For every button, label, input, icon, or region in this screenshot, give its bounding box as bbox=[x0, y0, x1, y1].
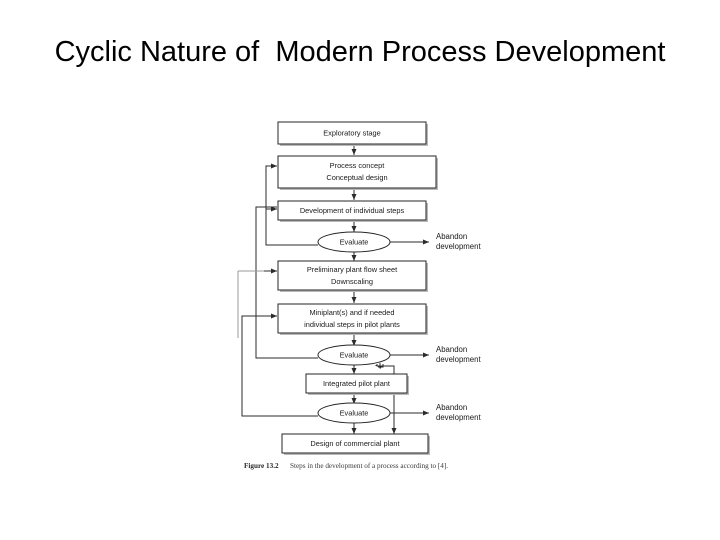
abandon-3-line-2: development bbox=[436, 413, 481, 422]
edge-evaluate2-right-down bbox=[379, 363, 381, 369]
abandon-1-line-2: development bbox=[436, 242, 481, 251]
label-abandon-development-1: Abandon development bbox=[436, 232, 481, 251]
node-preliminary-label-1: Preliminary plant flow sheet bbox=[307, 265, 397, 274]
node-evaluate-2-label: Evaluate bbox=[340, 350, 369, 359]
node-evaluate-1[interactable]: Evaluate bbox=[317, 231, 391, 253]
node-miniplant-label-2: individual steps in pilot plants bbox=[304, 320, 400, 329]
node-commercial-plant-label: Design of commercial plant bbox=[310, 439, 399, 448]
figure-caption-label: Figure 13.2 bbox=[244, 462, 279, 470]
edge-evaluate1-feedback-concept bbox=[265, 163, 318, 246]
node-exploratory-stage-label: Exploratory stage bbox=[323, 128, 381, 137]
node-evaluate-2[interactable]: Evaluate bbox=[317, 344, 391, 366]
node-development-of-individual-steps[interactable]: Development of individual steps bbox=[277, 200, 428, 222]
label-abandon-development-2: Abandon development bbox=[436, 345, 481, 364]
figure-caption: Figure 13.2 Steps in the development of … bbox=[244, 462, 448, 470]
node-evaluate-3[interactable]: Evaluate bbox=[317, 402, 391, 424]
page-title: Cyclic Nature of Modern Process Developm… bbox=[54, 36, 666, 68]
node-design-of-commercial-plant[interactable]: Design of commercial plant bbox=[281, 433, 430, 455]
process-development-figure: Exploratory stage Process concept Concep… bbox=[228, 108, 513, 488]
node-miniplant-label-1: Miniplant(s) and if needed bbox=[309, 308, 394, 317]
flowchart-svg: Exploratory stage Process concept Concep… bbox=[237, 121, 481, 470]
node-process-concept-label-1: Process concept bbox=[330, 161, 385, 170]
node-process-concept-label-2: Conceptual design bbox=[326, 173, 387, 182]
node-preliminary-plant-flow-sheet[interactable]: Preliminary plant flow sheet Downscaling bbox=[277, 260, 428, 292]
figure-caption-text: Steps in the development of a process ac… bbox=[290, 462, 448, 470]
node-development-steps-label: Development of individual steps bbox=[300, 206, 405, 215]
node-preliminary-label-2: Downscaling bbox=[331, 277, 373, 286]
abandon-2-line-1: Abandon bbox=[436, 345, 467, 354]
node-process-concept[interactable]: Process concept Conceptual design bbox=[277, 155, 438, 190]
node-miniplant[interactable]: Miniplant(s) and if needed individual st… bbox=[277, 303, 428, 335]
node-integrated-pilot-plant[interactable]: Integrated pilot plant bbox=[305, 373, 409, 395]
connector-group bbox=[237, 144, 429, 434]
node-integrated-pilot-plant-label: Integrated pilot plant bbox=[323, 379, 390, 388]
abandon-1-line-1: Abandon bbox=[436, 232, 467, 241]
abandon-3-line-1: Abandon bbox=[436, 403, 467, 412]
edge-evaluate3-feedback-rail bbox=[241, 315, 318, 417]
edge-evaluate2-to-commercial-right bbox=[376, 364, 397, 434]
edge-evaluate2-feedback-rail bbox=[255, 206, 318, 359]
label-abandon-development-3: Abandon development bbox=[436, 403, 481, 422]
abandon-2-line-2: development bbox=[436, 355, 481, 364]
node-evaluate-3-label: Evaluate bbox=[340, 408, 369, 417]
node-exploratory-stage[interactable]: Exploratory stage bbox=[277, 121, 428, 146]
node-evaluate-1-label: Evaluate bbox=[340, 237, 369, 246]
